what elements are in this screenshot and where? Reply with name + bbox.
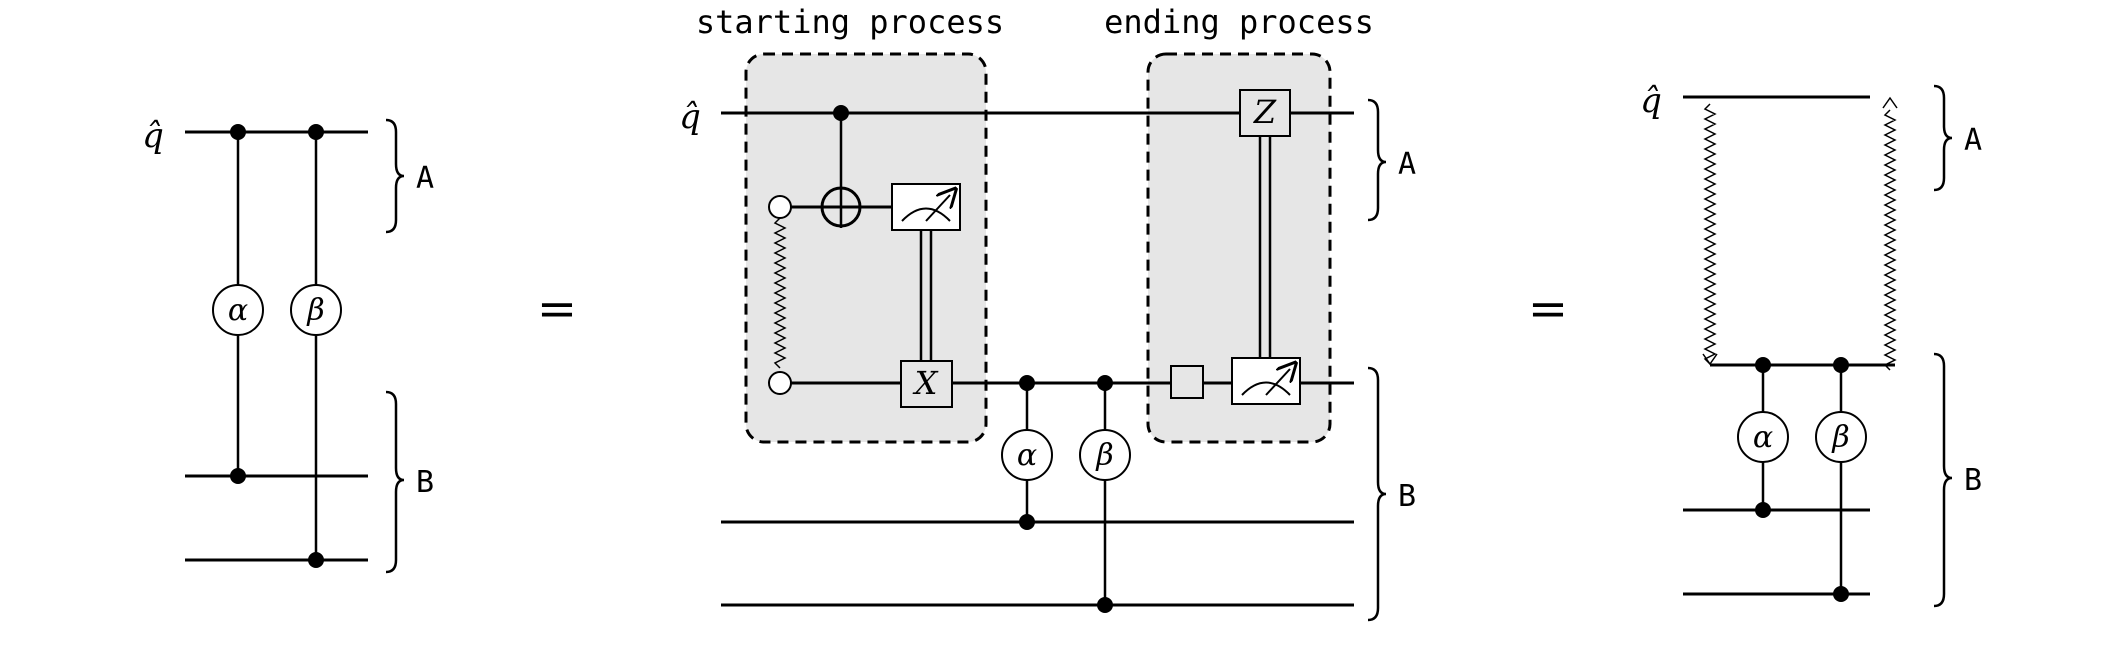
pair-endpoint-top [768,195,792,219]
left-alpha-label: α [228,293,248,328]
meter-needle [925,195,950,222]
left-brace-a [385,118,405,234]
middle-beta-label: β [1095,438,1113,473]
right-brace-a [1933,84,1953,192]
zigzag-arrow-up [1882,96,1898,109]
middle-circuit: starting process ending process q̂ [679,3,1416,622]
pair-endpoint-bottom [768,371,792,395]
left-beta-label: β [306,293,324,328]
control-dot-icon [308,124,324,140]
control-dot-icon [1833,586,1849,602]
left-register-b-label: B [416,465,434,500]
left-alpha-gate [212,284,264,336]
right-register-a-label: A [1964,123,1982,158]
starting-process-title: starting process [696,3,1004,41]
control-dot-icon [833,105,849,121]
middle-brace-b [1367,366,1387,622]
middle-alpha-label: α [1017,438,1037,473]
left-circuit: q̂ α β A B [142,116,434,574]
starting-process-box [744,52,988,444]
control-dot-icon [1019,514,1035,530]
left-beta-gate [290,284,342,336]
zigzag-entanglement-icon [773,217,787,369]
control-dot-icon [230,468,246,484]
middle-alpha-gate [1001,429,1053,481]
middle-register-a-label: A [1398,147,1416,182]
control-dot-icon [1019,375,1035,391]
ending-process-title: ending process [1104,3,1374,41]
middle-brace-a [1367,98,1387,222]
equals-sign-1: = [537,281,577,337]
right-circuit: q̂ α β A B [1640,81,1982,608]
z-gate-label: Z [1253,93,1277,131]
zigzag-entanglement-icon [1703,103,1717,365]
meter-arc [901,207,951,222]
right-register-b-label: B [1964,463,1982,498]
measurement-meter-icon [1231,357,1301,405]
right-alpha-label: α [1753,420,1773,455]
ending-small-gate [1170,365,1204,399]
meter-needle [1265,369,1290,396]
right-brace-b [1933,352,1953,608]
right-alpha-gate [1737,411,1789,463]
z-gate [1239,89,1291,137]
x-gate-label: X [912,364,939,402]
left-register-a-label: A [416,161,434,196]
x-gate [900,360,953,408]
zigzag-arrow-down [1702,353,1718,366]
zigzag-entanglement-icon [1883,109,1897,371]
left-brace-b [385,390,405,574]
measurement-meter-icon [891,183,961,231]
right-beta-label: β [1831,420,1849,455]
control-dot-icon [1755,357,1771,373]
middle-qubit-label: q̂ [679,97,701,137]
ending-process-box [1146,52,1332,444]
control-dot-icon [230,124,246,140]
left-qubit-label: q̂ [142,116,164,156]
middle-register-b-label: B [1398,479,1416,514]
control-dot-icon [1097,375,1113,391]
middle-beta-gate [1079,429,1131,481]
equals-sign-2: = [1528,281,1568,337]
meter-arc [1241,381,1291,396]
right-qubit-label: q̂ [1640,81,1662,121]
control-dot-icon [1755,502,1771,518]
control-dot-icon [1097,597,1113,613]
right-beta-gate [1815,411,1867,463]
control-dot-icon [308,552,324,568]
control-dot-icon [1833,357,1849,373]
